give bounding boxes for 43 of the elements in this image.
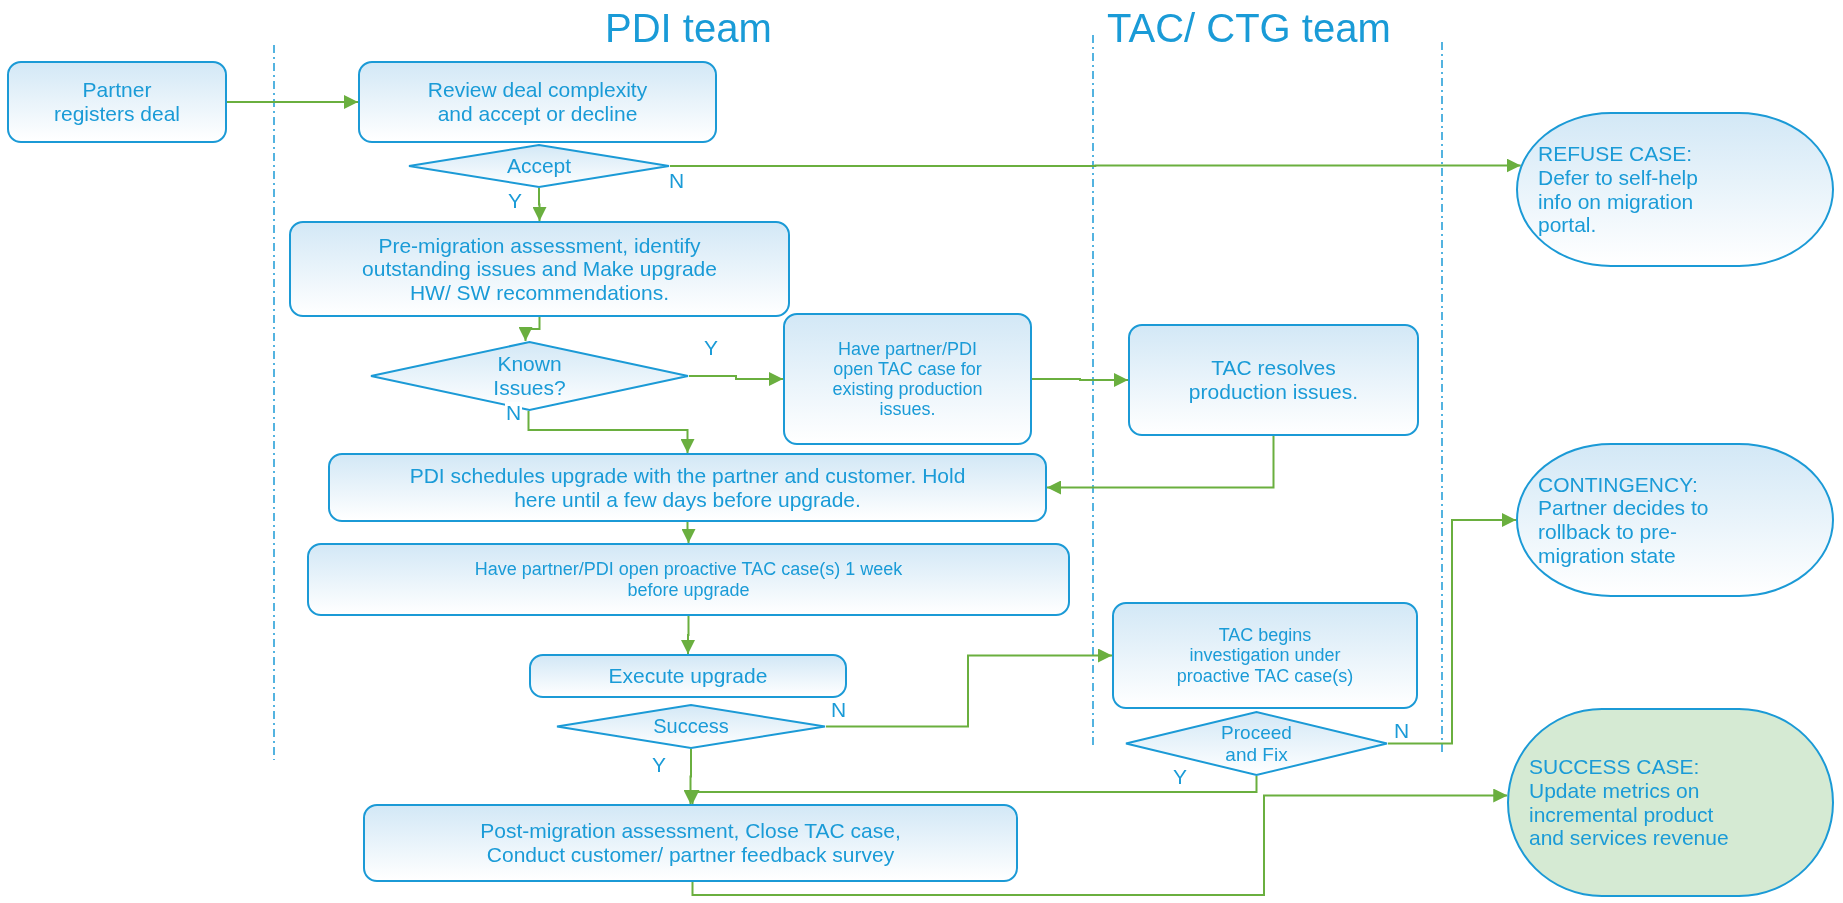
lane-title: TAC/ CTG team <box>1107 6 1391 51</box>
step-text: Post-migration assessment, Close TAC case, Conduct customer/ partner feedback survey <box>479 819 902 867</box>
arrow <box>1031 373 1129 387</box>
arrow <box>681 615 695 655</box>
step-text: Review deal complexity and accept or decline <box>426 78 649 126</box>
step-text: Proceed and Fix <box>1220 722 1293 765</box>
process-box <box>1112 602 1418 709</box>
decision-diamond <box>556 704 826 749</box>
process-box <box>529 654 847 698</box>
step-text: Execute upgrade <box>608 664 768 688</box>
step-text: SUCCESS CASE: Update metrics on incremental product and services revenue <box>1529 755 1730 850</box>
arrow <box>527 410 695 454</box>
edge-label: N <box>505 402 523 423</box>
lane-title: PDI team <box>605 6 772 51</box>
step-text: Have partner/PDI open proactive TAC case(s) 1 week before upgrade <box>473 559 904 600</box>
arrow <box>669 158 1522 173</box>
process-box <box>328 453 1047 522</box>
step-text: Partner registers deal <box>52 78 182 126</box>
arrow <box>825 648 1113 728</box>
arrow <box>226 95 359 109</box>
process-box <box>363 804 1018 882</box>
step-text: Known Issues? <box>492 352 567 400</box>
arrow <box>688 372 784 386</box>
step-text: REFUSE CASE: Defer to self-help info on migration portal. <box>1538 142 1699 237</box>
process-box <box>307 543 1070 616</box>
step-text: PDI schedules upgrade with the partner and customer. Hold here until a few days before upgrade. <box>408 464 967 511</box>
step-text: CONTINGENCY: Partner decides to rollback to pre-migration state <box>1538 472 1710 568</box>
step-text: TAC resolves production issues. <box>1187 356 1360 404</box>
process-box <box>7 61 227 143</box>
arrow <box>532 187 547 222</box>
process-box <box>783 313 1032 445</box>
process-box <box>289 221 790 317</box>
arrow <box>681 521 696 544</box>
process-box <box>1128 324 1419 436</box>
arrow <box>1387 513 1517 745</box>
step-text: Success <box>653 715 729 738</box>
arrow <box>1046 435 1275 495</box>
step-text: Have partner/PDI open TAC case for existing production issues. <box>831 338 984 420</box>
arrow <box>518 316 541 342</box>
step-text: TAC begins investigation under proactive TAC case(s) <box>1175 625 1355 686</box>
step-text: Pre-migration assessment, identify outstanding issues and Make upgrade HW/ SW recommendations. <box>361 233 718 305</box>
arrow <box>691 788 1509 896</box>
step-text: Accept <box>506 154 572 178</box>
